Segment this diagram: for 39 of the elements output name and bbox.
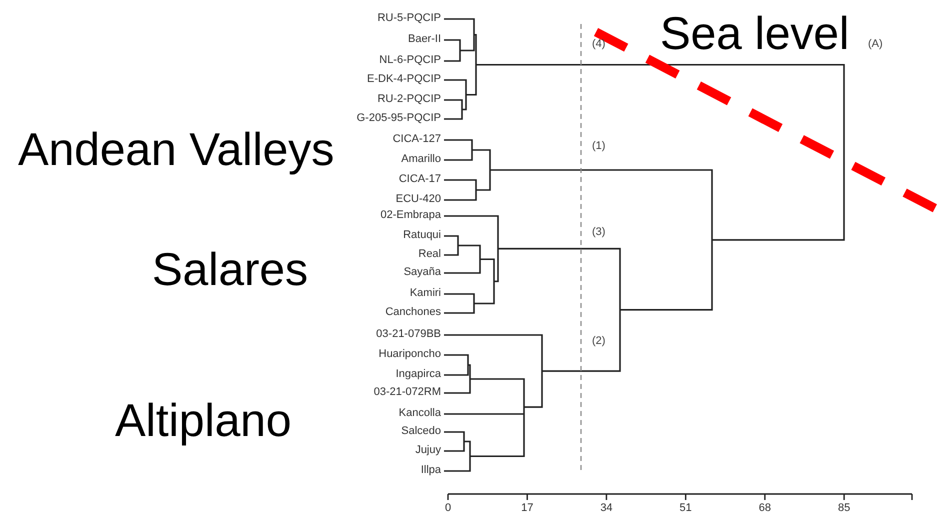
leaf-label: Ingapirca <box>394 368 441 381</box>
leaf-label: Kancolla <box>398 407 441 420</box>
tick-label: 0 <box>444 502 452 515</box>
leaf-label: Huariponcho <box>378 348 441 361</box>
region-label: Salares <box>152 244 308 294</box>
leaf-label: Illpa <box>420 464 441 477</box>
leaf-label: CICA-17 <box>398 173 441 186</box>
leaf-label: Ratuqui <box>402 229 441 242</box>
leaf-label: Sayaña <box>402 266 441 279</box>
region-label: Andean Valleys <box>18 124 334 174</box>
region-label: Altiplano <box>115 395 292 445</box>
leaf-label: NL-6-PQCIP <box>378 54 441 67</box>
tick-label: 51 <box>678 502 693 515</box>
tick-label: 17 <box>520 502 534 515</box>
cluster-number: (4) <box>592 38 606 51</box>
leaf-label: 03-21-079BB <box>375 328 441 341</box>
cluster-number: (2) <box>592 335 606 348</box>
leaf-label: 03-21-072RM <box>372 386 441 399</box>
cluster-number: (A) <box>868 38 883 51</box>
cluster-number: (3) <box>592 226 606 239</box>
leaf-label: Real <box>417 248 441 261</box>
tick-label: 68 <box>758 502 772 515</box>
tick-label: 85 <box>836 502 852 515</box>
leaf-label: RU-2-PQCIP <box>376 93 441 106</box>
leaf-label: Amarillo <box>400 153 441 166</box>
leaf-label: ECU-420 <box>394 193 441 206</box>
leaf-label: RU-5-PQCIP <box>376 12 441 25</box>
leaf-label: Canchones <box>384 306 441 319</box>
region-label: Sea level <box>660 8 850 58</box>
leaf-label: CICA-127 <box>392 133 441 146</box>
leaf-label: Jujuy <box>414 444 441 457</box>
cluster-number: (1) <box>592 140 606 153</box>
leaf-label: Kamiri <box>408 287 441 300</box>
leaf-label: G-205-95-PQCIP <box>356 112 441 125</box>
leaf-label: 02-Embrapa <box>379 209 441 222</box>
leaf-label: Baer-II <box>406 33 441 46</box>
leaf-label: E-DK-4-PQCIP <box>366 73 441 86</box>
tick-label: 34 <box>599 502 614 515</box>
leaf-label: Salcedo <box>400 425 441 438</box>
